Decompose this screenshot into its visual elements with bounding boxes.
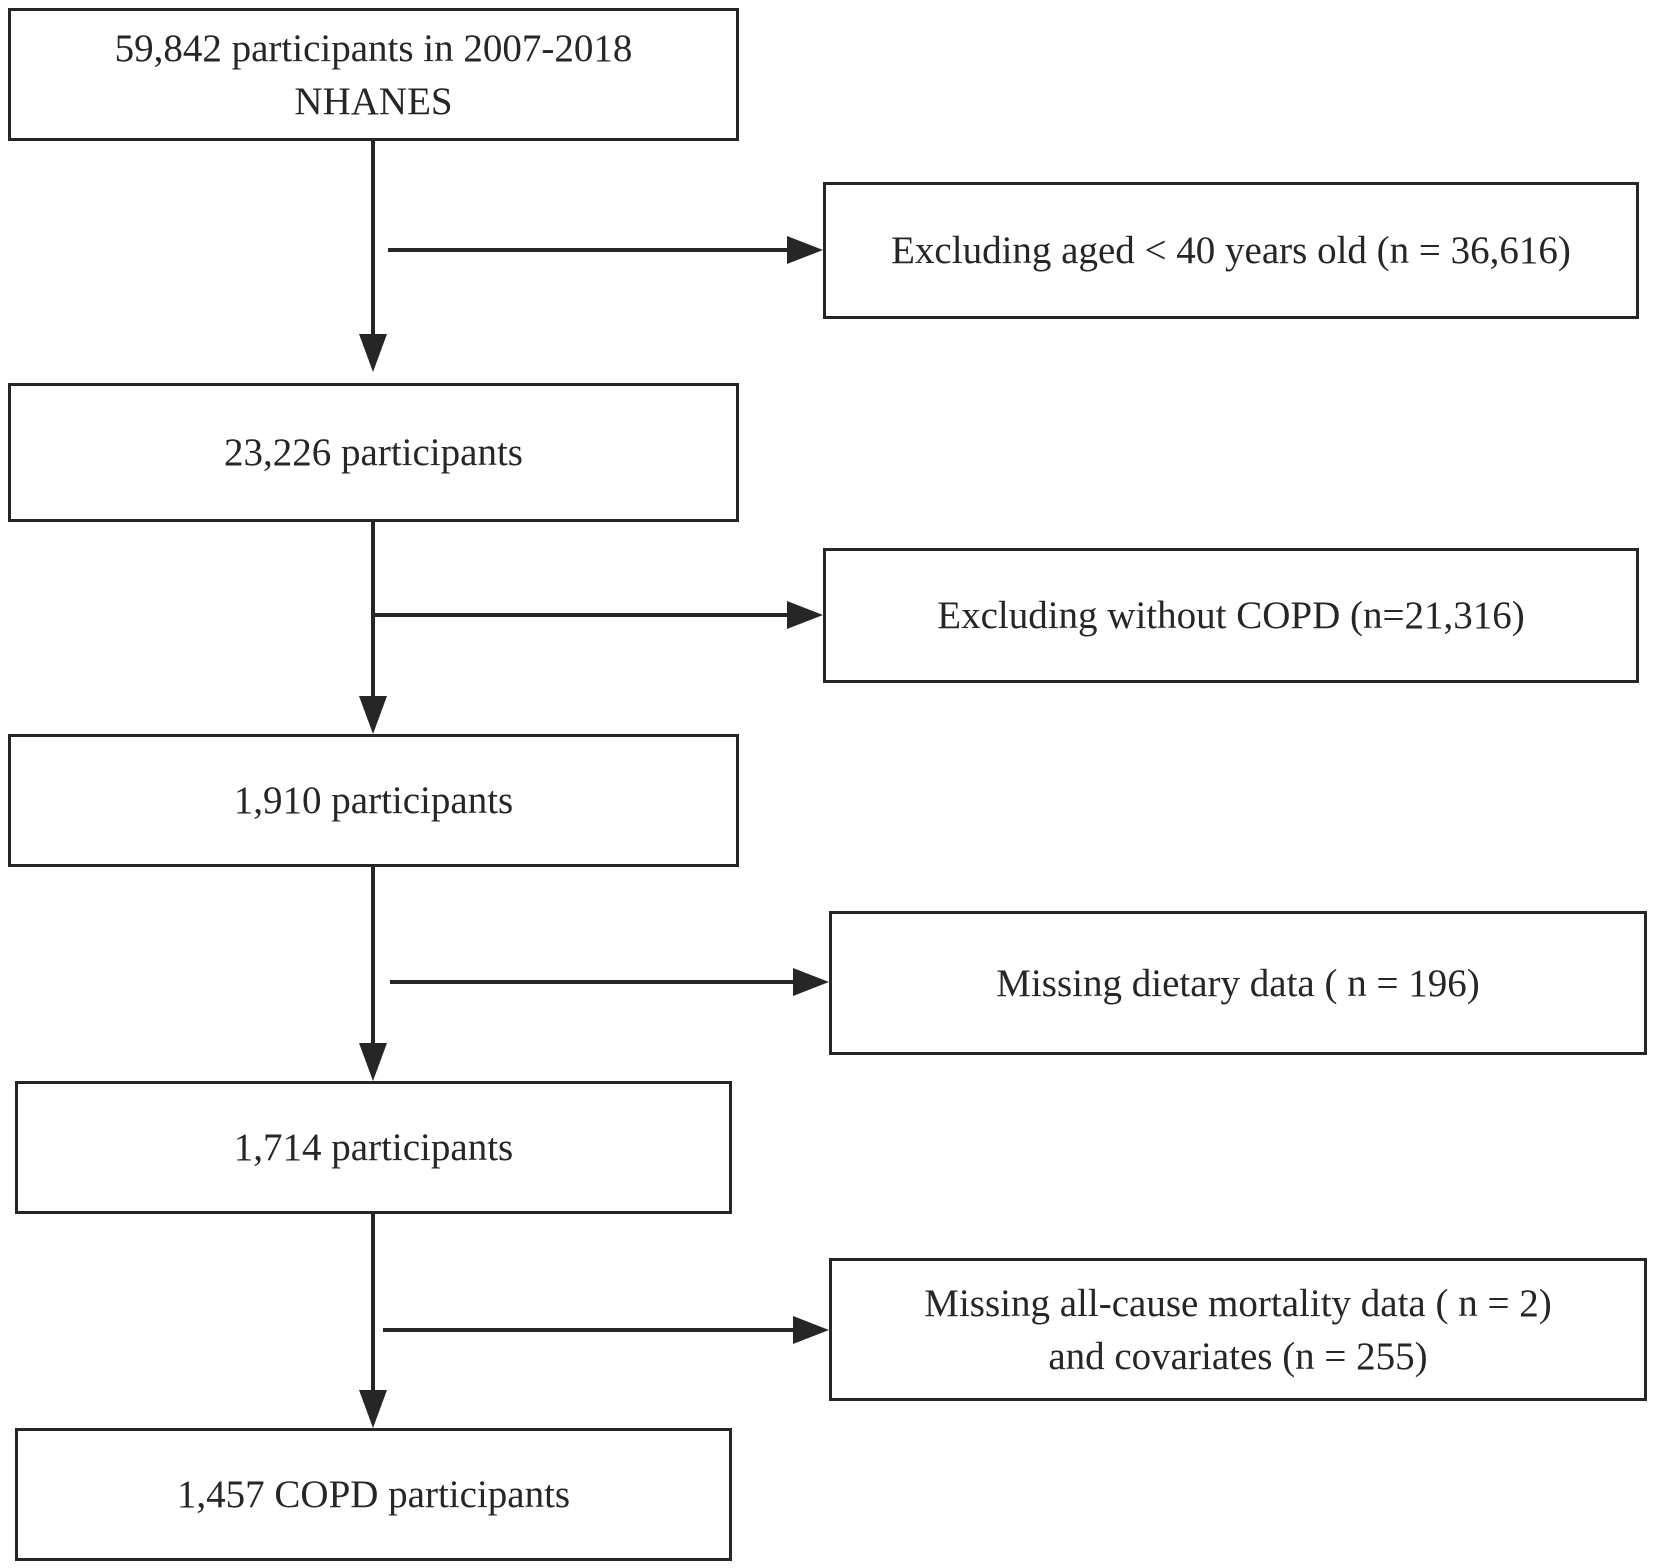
step-text-copd-filtered: 1,910 participants <box>233 779 514 822</box>
step-box-initial: 59,842 participants in 2007-2018 NHANES <box>8 8 739 141</box>
exclusion-box-mortality-covariates: Missing all-cause mortality data ( n = 2… <box>829 1258 1647 1401</box>
branch-arrow-exclusion-copd-icon <box>787 601 823 629</box>
exclusion-box-copd: Excluding without COPD (n=21,316) <box>823 548 1639 683</box>
flow-arrow-step-4-icon <box>359 1390 387 1428</box>
step-box-age-filtered: 23,226 participants <box>8 383 739 522</box>
exclusion-text-age: Excluding aged < 40 years old (n = 36,61… <box>891 229 1571 272</box>
branch-arrow-exclusion-dietary-icon <box>793 968 829 996</box>
step-box-dietary-filtered: 1,714 participants <box>15 1081 732 1214</box>
flow-arrow-step-2-icon <box>359 696 387 734</box>
step-box-final: 1,457 COPD participants <box>15 1428 732 1561</box>
branch-arrow-exclusion-age-icon <box>787 236 823 264</box>
branch-arrow-exclusion-mortality-icon <box>793 1316 829 1344</box>
exclusion-box-age: Excluding aged < 40 years old (n = 36,61… <box>823 182 1639 319</box>
flow-arrow-step-1-icon <box>359 334 387 372</box>
step-box-copd-filtered: 1,910 participants <box>8 734 739 867</box>
flow-arrow-step-3-icon <box>359 1043 387 1081</box>
step-text-initial-line1: 59,842 participants in 2007-2018 <box>114 26 633 70</box>
exclusion-text-dietary: Missing dietary data ( n = 196) <box>996 961 1480 1005</box>
exclusion-text-mortality-line1: Missing all-cause mortality data ( n = 2… <box>924 1281 1552 1325</box>
exclusion-box-dietary: Missing dietary data ( n = 196) <box>829 911 1647 1055</box>
step-text-initial-line2: NHANES <box>294 79 453 123</box>
step-text-age-filtered: 23,226 participants <box>224 431 523 474</box>
step-text-final: 1,457 COPD participants <box>176 1473 571 1516</box>
exclusion-text-mortality-line2: and covariates (n = 255) <box>1048 1334 1428 1378</box>
exclusion-text-copd: Excluding without COPD (n=21,316) <box>937 594 1525 637</box>
step-text-dietary-filtered: 1,714 participants <box>233 1126 514 1169</box>
